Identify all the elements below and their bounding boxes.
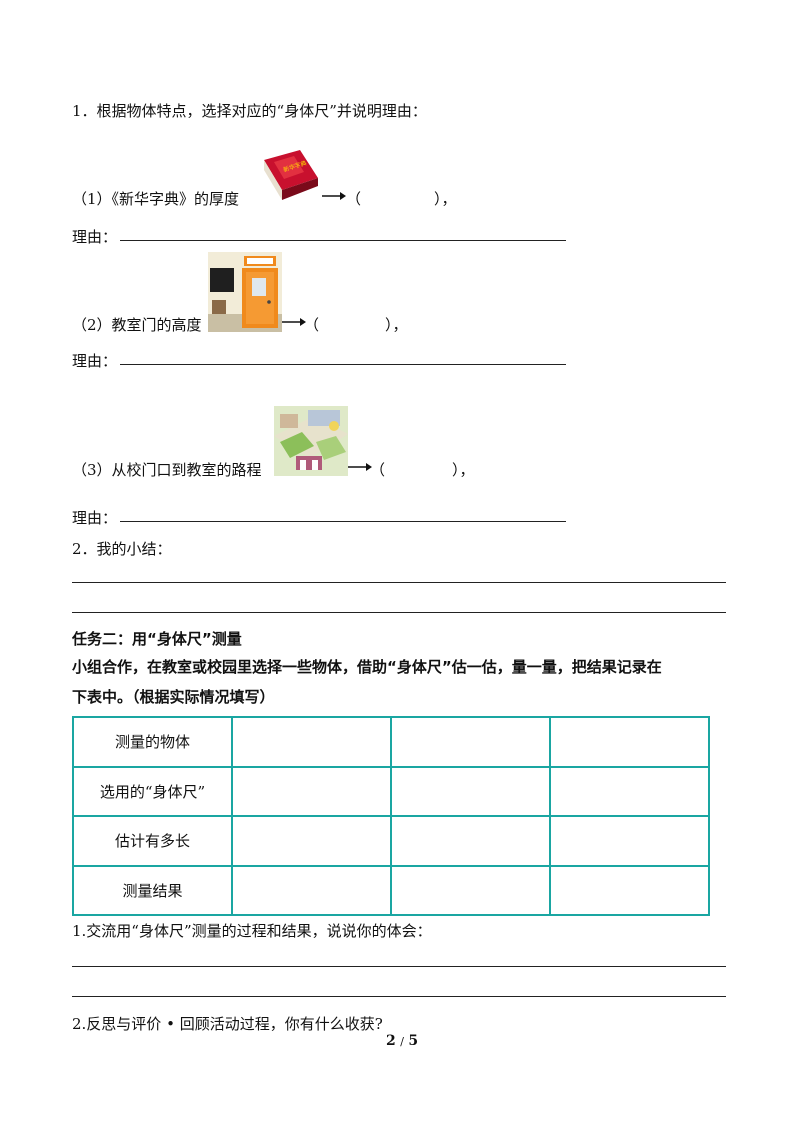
table-cell[interactable] <box>390 765 551 817</box>
table-row: 选用的“身体尺” <box>72 765 710 817</box>
table-cell[interactable] <box>390 864 551 916</box>
table-cell[interactable] <box>231 765 392 817</box>
follow-up-1: 1.交流用“身体尺”测量的过程和结果，说说你的体会： <box>72 922 432 940</box>
item-3-label: （3）从校门口到教室的路程 <box>72 461 262 479</box>
table-cell[interactable] <box>549 716 710 768</box>
table-row-header: 测量结果 <box>72 864 233 916</box>
measurement-table: 测量的物体 选用的“身体尺” 估计有多长 测量结果 <box>72 716 710 916</box>
question-2-title: 2．我的小结： <box>72 540 172 558</box>
item-3-answer-close: ）， <box>452 461 475 479</box>
page-number: 2 / 5 <box>386 1033 418 1049</box>
table-row: 测量结果 <box>72 864 710 916</box>
item-2-reason-line[interactable] <box>120 364 566 365</box>
table-cell[interactable] <box>390 716 551 768</box>
table-row: 估计有多长 <box>72 815 710 867</box>
task-2-description-line-2: 下表中。（根据实际情况填写） <box>72 688 275 706</box>
table-row: 测量的物体 <box>72 716 710 768</box>
page-total: 5 <box>408 1033 419 1049</box>
follow-up-2: 2.反思与评价 • 回顾活动过程，你有什么收获? <box>72 1015 383 1033</box>
page-separator: / <box>400 1035 404 1048</box>
item-3-reason-label: 理由： <box>72 509 118 527</box>
follow-up-1-line-1[interactable] <box>72 966 726 967</box>
dictionary-image: 新华字典 <box>260 150 320 208</box>
campus-map-image <box>274 406 348 476</box>
question-1-title: 1．根据物体特点，选择对应的“身体尺”并说明理由： <box>72 102 427 120</box>
item-1-answer-close: ）， <box>434 190 457 208</box>
item-3-answer-open: （ <box>370 461 386 479</box>
arrow-icon <box>348 459 372 477</box>
table-cell[interactable] <box>549 765 710 817</box>
classroom-door-image <box>208 252 282 332</box>
item-2-answer-open: （ <box>304 316 320 334</box>
item-1-reason-label: 理由： <box>72 228 118 246</box>
table-row-header: 测量的物体 <box>72 716 233 768</box>
table-cell[interactable] <box>549 864 710 916</box>
table-row-header: 估计有多长 <box>72 815 233 867</box>
item-1-reason-line[interactable] <box>120 240 566 241</box>
arrow-icon <box>282 314 306 332</box>
arrow-icon <box>322 188 346 206</box>
task-2-description-line-1: 小组合作，在教室或校园里选择一些物体，借助“身体尺”估一估，量一量，把结果记录在 <box>72 658 662 676</box>
table-row-header: 选用的“身体尺” <box>72 765 233 817</box>
task-2-heading: 任务二：用“身体尺”测量 <box>72 630 242 648</box>
table-cell[interactable] <box>231 716 392 768</box>
follow-up-1-line-2[interactable] <box>72 996 726 997</box>
summary-line-1[interactable] <box>72 582 726 583</box>
item-2-label: （2）教室门的高度 <box>72 316 202 334</box>
item-1-answer-open: （ <box>346 190 362 208</box>
table-cell[interactable] <box>231 864 392 916</box>
table-cell[interactable] <box>549 815 710 867</box>
table-cell[interactable] <box>390 815 551 867</box>
table-cell[interactable] <box>231 815 392 867</box>
item-2-reason-label: 理由： <box>72 352 118 370</box>
item-2-answer-close: ）， <box>385 316 408 334</box>
summary-line-2[interactable] <box>72 612 726 613</box>
page-current: 2 <box>386 1033 396 1049</box>
item-1-label: （1）《新华字典》的厚度 <box>72 190 240 208</box>
item-3-reason-line[interactable] <box>120 521 566 522</box>
